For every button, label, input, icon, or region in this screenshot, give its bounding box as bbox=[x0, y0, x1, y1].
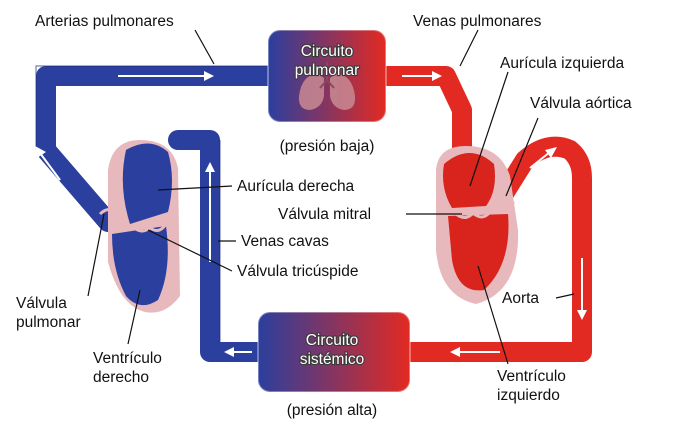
label-pulmonary-valve-line1: Válvula bbox=[16, 295, 67, 312]
leader-pulmonary-arteries bbox=[195, 30, 214, 64]
systemic-circuit-title-line1: Circuito bbox=[306, 332, 359, 349]
pulmonary-circuit-title-line1: Circuito bbox=[301, 43, 354, 60]
label-left-ventricle-line2: izquierdo bbox=[497, 387, 560, 404]
pulmonary-vein-vessel bbox=[382, 76, 462, 150]
label-pulmonary-arteries: Arterias pulmonares bbox=[35, 13, 174, 30]
systemic-circuit: Circuito sistémico bbox=[258, 312, 410, 392]
left-atrium-shape bbox=[443, 153, 495, 208]
right-ventricle-shape bbox=[112, 226, 168, 305]
label-vena-cava: Venas cavas bbox=[241, 233, 329, 250]
pulmonary-circuit-title-line2: pulmonar bbox=[295, 62, 360, 79]
label-left-ventricle-line1: Ventrículo bbox=[497, 368, 566, 385]
leader-pulmonary-valve bbox=[88, 214, 104, 296]
label-mitral-valve: Válvula mitral bbox=[278, 206, 371, 223]
systemic-circuit-title-line2: sistémico bbox=[300, 351, 365, 368]
leader-pulmonary-veins bbox=[460, 30, 478, 66]
label-tricuspid-valve: Válvula tricúspide bbox=[237, 263, 358, 280]
right-heart bbox=[100, 140, 180, 313]
label-right-ventricle-line2: derecho bbox=[93, 369, 149, 386]
pulmonary-circuit: Circuito pulmonar bbox=[268, 30, 386, 122]
leader-aorta bbox=[556, 294, 574, 298]
label-left-atrium: Aurícula izquierda bbox=[500, 55, 624, 72]
label-aortic-valve: Válvula aórtica bbox=[530, 95, 632, 112]
label-aorta: Aorta bbox=[502, 290, 539, 307]
label-systemic-pressure: (presión alta) bbox=[287, 402, 377, 419]
label-pulmonary-pressure: (presión baja) bbox=[280, 138, 375, 155]
label-right-ventricle-line1: Ventrículo bbox=[93, 350, 162, 367]
label-pulmonary-valve-line2: pulmonar bbox=[16, 314, 81, 331]
right-atrium-shape bbox=[123, 143, 172, 224]
label-pulmonary-veins: Venas pulmonares bbox=[413, 13, 542, 30]
left-heart bbox=[436, 146, 518, 304]
label-right-atrium: Aurícula derecha bbox=[237, 178, 355, 195]
